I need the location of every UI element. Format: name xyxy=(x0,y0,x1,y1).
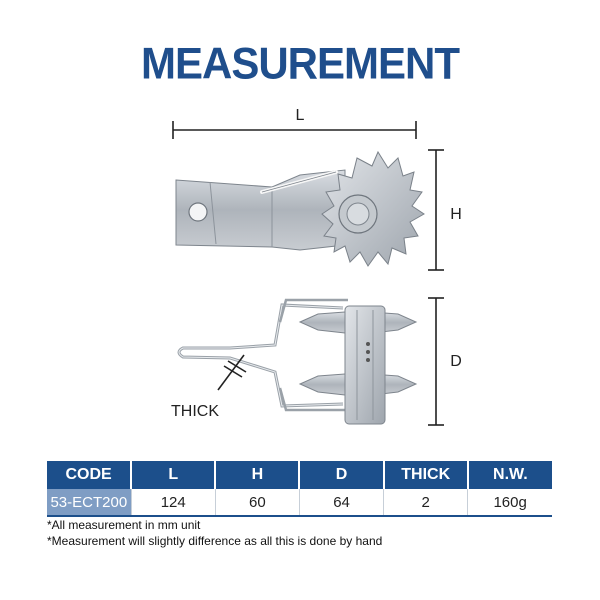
depth-label: D xyxy=(450,353,462,370)
header-thickness: THICK xyxy=(383,461,469,489)
page-title: MEASUREMENT xyxy=(140,38,460,89)
cell-net-weight: 160g xyxy=(467,489,552,517)
measurement-notes: *All measurement in mm unit *Measurement… xyxy=(47,517,382,549)
length-dimension-line xyxy=(172,121,417,139)
tensioner-top-view xyxy=(177,298,418,425)
note-unit: *All measurement in mm unit xyxy=(47,518,201,532)
depth-dimension-line xyxy=(428,297,444,426)
table-header-row: CODE L H D THICK N.W. xyxy=(47,461,552,489)
spec-table: CODE L H D THICK N.W. 53-ECT200 124 60 6… xyxy=(47,461,552,517)
cell-height: 60 xyxy=(215,489,300,517)
height-dimension-line xyxy=(428,149,444,271)
cell-depth: 64 xyxy=(299,489,385,517)
tensioner-side-view xyxy=(175,150,425,267)
header-height: H xyxy=(215,461,301,489)
header-length: L xyxy=(131,461,217,489)
length-label: L xyxy=(296,107,305,124)
cell-length: 124 xyxy=(131,489,216,517)
cell-code: 53-ECT200 xyxy=(47,489,132,517)
header-code: CODE xyxy=(47,461,133,489)
header-depth: D xyxy=(299,461,385,489)
thickness-label: THICK xyxy=(171,403,219,420)
table-row: 53-ECT200 124 60 64 2 160g xyxy=(47,489,552,517)
cell-thickness: 2 xyxy=(383,489,469,517)
note-handmade: *Measurement will slightly difference as… xyxy=(47,534,383,548)
header-net-weight: N.W. xyxy=(467,461,552,489)
height-label: H xyxy=(450,206,462,223)
